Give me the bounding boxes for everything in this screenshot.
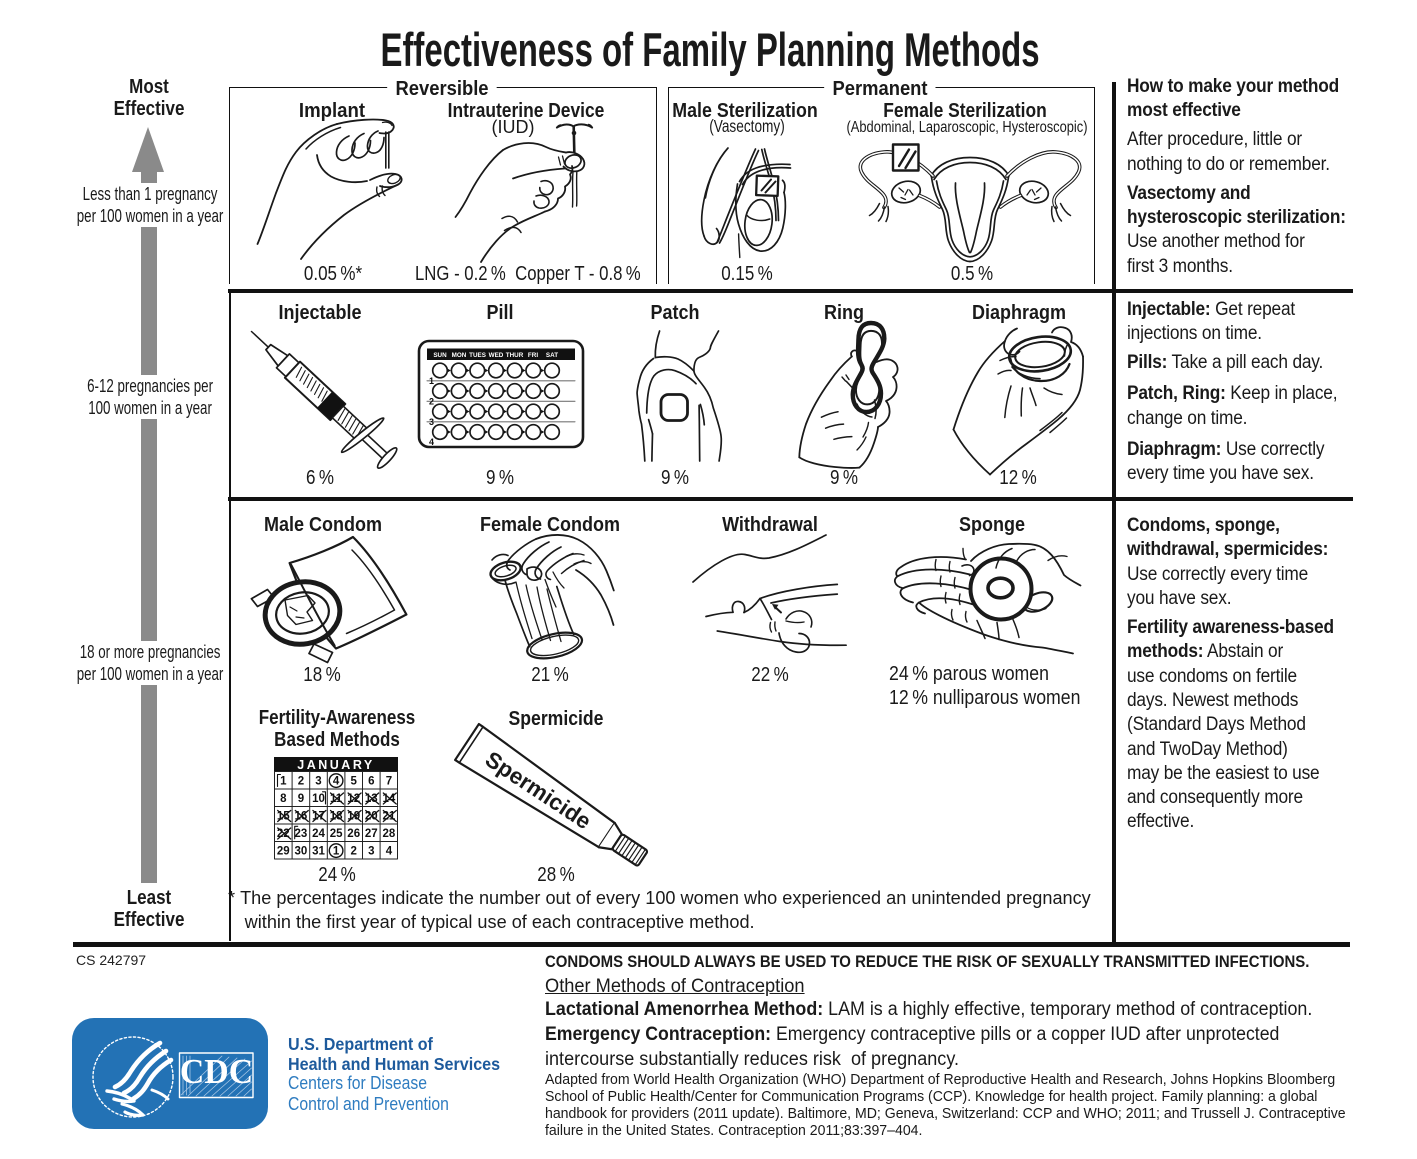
svg-text:THUR: THUR <box>506 352 524 359</box>
svg-text:28: 28 <box>383 828 396 840</box>
svg-text:SUN: SUN <box>433 352 447 359</box>
svg-text:SAT: SAT <box>546 352 558 359</box>
svg-text:1: 1 <box>429 376 434 386</box>
svg-text:26: 26 <box>347 828 360 840</box>
svg-text:CDC: CDC <box>180 1054 253 1091</box>
svg-text:6: 6 <box>368 776 374 788</box>
svg-text:23: 23 <box>295 828 308 840</box>
svg-text:TUES: TUES <box>469 352 486 359</box>
svg-text:30: 30 <box>295 846 308 858</box>
svg-text:3: 3 <box>368 846 374 858</box>
svg-text:4: 4 <box>333 776 340 788</box>
svg-text:31: 31 <box>312 846 325 858</box>
svg-text:4: 4 <box>429 437 434 447</box>
svg-text:24: 24 <box>312 828 325 840</box>
svg-text:1: 1 <box>333 846 340 858</box>
svg-text:3: 3 <box>315 776 321 788</box>
svg-text:JANUARY: JANUARY <box>297 758 374 772</box>
svg-text:WED: WED <box>489 352 504 359</box>
svg-text:7: 7 <box>386 776 392 788</box>
svg-text:2: 2 <box>350 846 356 858</box>
svg-text:25: 25 <box>330 828 343 840</box>
svg-text:29: 29 <box>277 846 290 858</box>
svg-text:Spermicide: Spermicide <box>481 746 596 834</box>
svg-text:9: 9 <box>298 793 304 805</box>
svg-text:MON: MON <box>452 352 467 359</box>
svg-text:1: 1 <box>280 776 287 788</box>
svg-text:10: 10 <box>312 793 325 805</box>
svg-text:4: 4 <box>386 846 393 858</box>
svg-text:8: 8 <box>280 793 287 805</box>
svg-text:5: 5 <box>350 776 357 788</box>
svg-text:FRI: FRI <box>528 352 538 359</box>
svg-text:2: 2 <box>298 776 304 788</box>
svg-text:27: 27 <box>365 828 378 840</box>
svg-text:2: 2 <box>429 397 434 407</box>
svg-text:3: 3 <box>429 417 434 427</box>
